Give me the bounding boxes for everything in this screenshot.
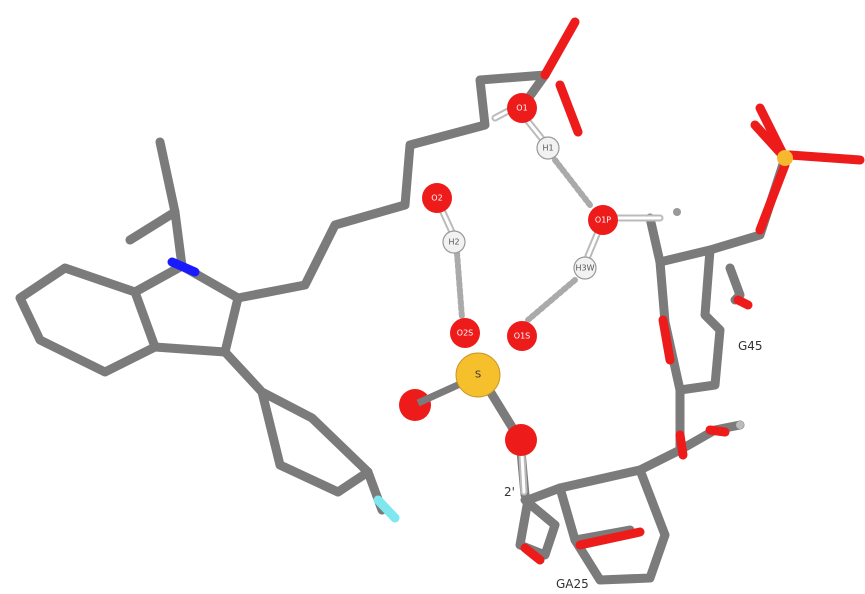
carboxyl-o-bond bbox=[555, 80, 583, 137]
atom-label-o2: O2 bbox=[431, 194, 442, 203]
atom-h1: H1 bbox=[536, 136, 560, 160]
g45-sugar-bond bbox=[655, 245, 725, 395]
residue-label-ga25: GA25 bbox=[556, 577, 589, 591]
hbond-h1-o1p bbox=[552, 157, 593, 208]
atom-label-o2s: O2S bbox=[457, 329, 473, 338]
hbond-h2-o2s bbox=[454, 250, 465, 321]
atom-o1s: O1S bbox=[507, 321, 537, 351]
atom-label-h3w: H3W bbox=[575, 264, 594, 273]
residue-label-g45: G45 bbox=[738, 339, 763, 353]
hbond-h3w-o1s bbox=[525, 277, 578, 323]
benzene-ring-bond bbox=[15, 263, 160, 377]
atom-o2: O2 bbox=[422, 183, 452, 213]
hydrogen-cap bbox=[673, 208, 681, 216]
atom-o1p: O1P bbox=[588, 205, 618, 235]
hydrogen-sphere bbox=[536, 136, 560, 160]
atom-h2: H2 bbox=[442, 230, 466, 254]
phosphorus-atom bbox=[777, 150, 793, 166]
atom-o1: O1 bbox=[507, 93, 537, 123]
bond-highlight bbox=[440, 208, 454, 234]
oxygen-sphere bbox=[507, 93, 537, 123]
atoms: O1 O2 O1P O2S O1S S bbox=[399, 93, 793, 456]
hydrogen-bonds bbox=[454, 157, 593, 323]
ring-o-bond bbox=[520, 543, 545, 565]
oxygen-sphere bbox=[399, 389, 431, 421]
oxygen-sphere bbox=[507, 321, 537, 351]
hetero-bonds bbox=[167, 17, 865, 565]
atom-label-o1s: O1S bbox=[514, 332, 530, 341]
bond-highlight bbox=[525, 118, 545, 142]
oxygen-sphere bbox=[588, 205, 618, 235]
ring-o-bond bbox=[705, 425, 730, 437]
hydrogen-sphere bbox=[442, 230, 466, 254]
isopropyl-bond bbox=[125, 207, 180, 245]
oxygen-sphere bbox=[450, 318, 480, 348]
hydrogen-cap bbox=[736, 421, 744, 429]
phosphate-o-bond bbox=[785, 150, 865, 165]
isopropyl-bond bbox=[155, 137, 187, 271]
atom-label-s: S bbox=[475, 370, 481, 381]
phosphate-o-bond bbox=[755, 160, 790, 235]
atom-label-h2: H2 bbox=[448, 238, 459, 247]
atom-label-h1: H1 bbox=[542, 144, 553, 153]
ga25-sugar-bond bbox=[555, 465, 670, 585]
ring-o-bond bbox=[675, 430, 688, 460]
atom-h3w: H3W bbox=[573, 256, 597, 280]
oxygen-sphere bbox=[422, 183, 452, 213]
fluorophenyl-bond bbox=[220, 347, 373, 497]
bond-highlight bbox=[520, 453, 526, 494]
ring-o-bond bbox=[658, 315, 675, 365]
atom-label-o1p: O1P bbox=[595, 216, 611, 225]
alkyl-chain-bond bbox=[233, 70, 550, 303]
sulfur-sphere bbox=[455, 352, 501, 398]
g45-sugar-bond bbox=[725, 263, 745, 305]
oxygen-sphere bbox=[505, 424, 537, 456]
atom-o2s: O2S bbox=[450, 318, 480, 348]
g45-sugar-bond bbox=[675, 385, 745, 455]
atom-s: S bbox=[416, 352, 501, 407]
label-2-prime: 2' bbox=[504, 485, 515, 499]
atom-label-o1: O1 bbox=[516, 104, 527, 113]
hydrogen-sphere bbox=[573, 256, 597, 280]
ga25-sugar-bond bbox=[515, 445, 685, 560]
ring-o-bond bbox=[575, 527, 645, 550]
ring-o-bond bbox=[733, 295, 753, 310]
fluorine-bond bbox=[373, 495, 400, 523]
carboxyl-o-bond bbox=[540, 17, 580, 80]
n-bond bbox=[167, 257, 200, 277]
bond-highlight bbox=[586, 230, 600, 258]
carbon-bonds bbox=[15, 70, 790, 585]
